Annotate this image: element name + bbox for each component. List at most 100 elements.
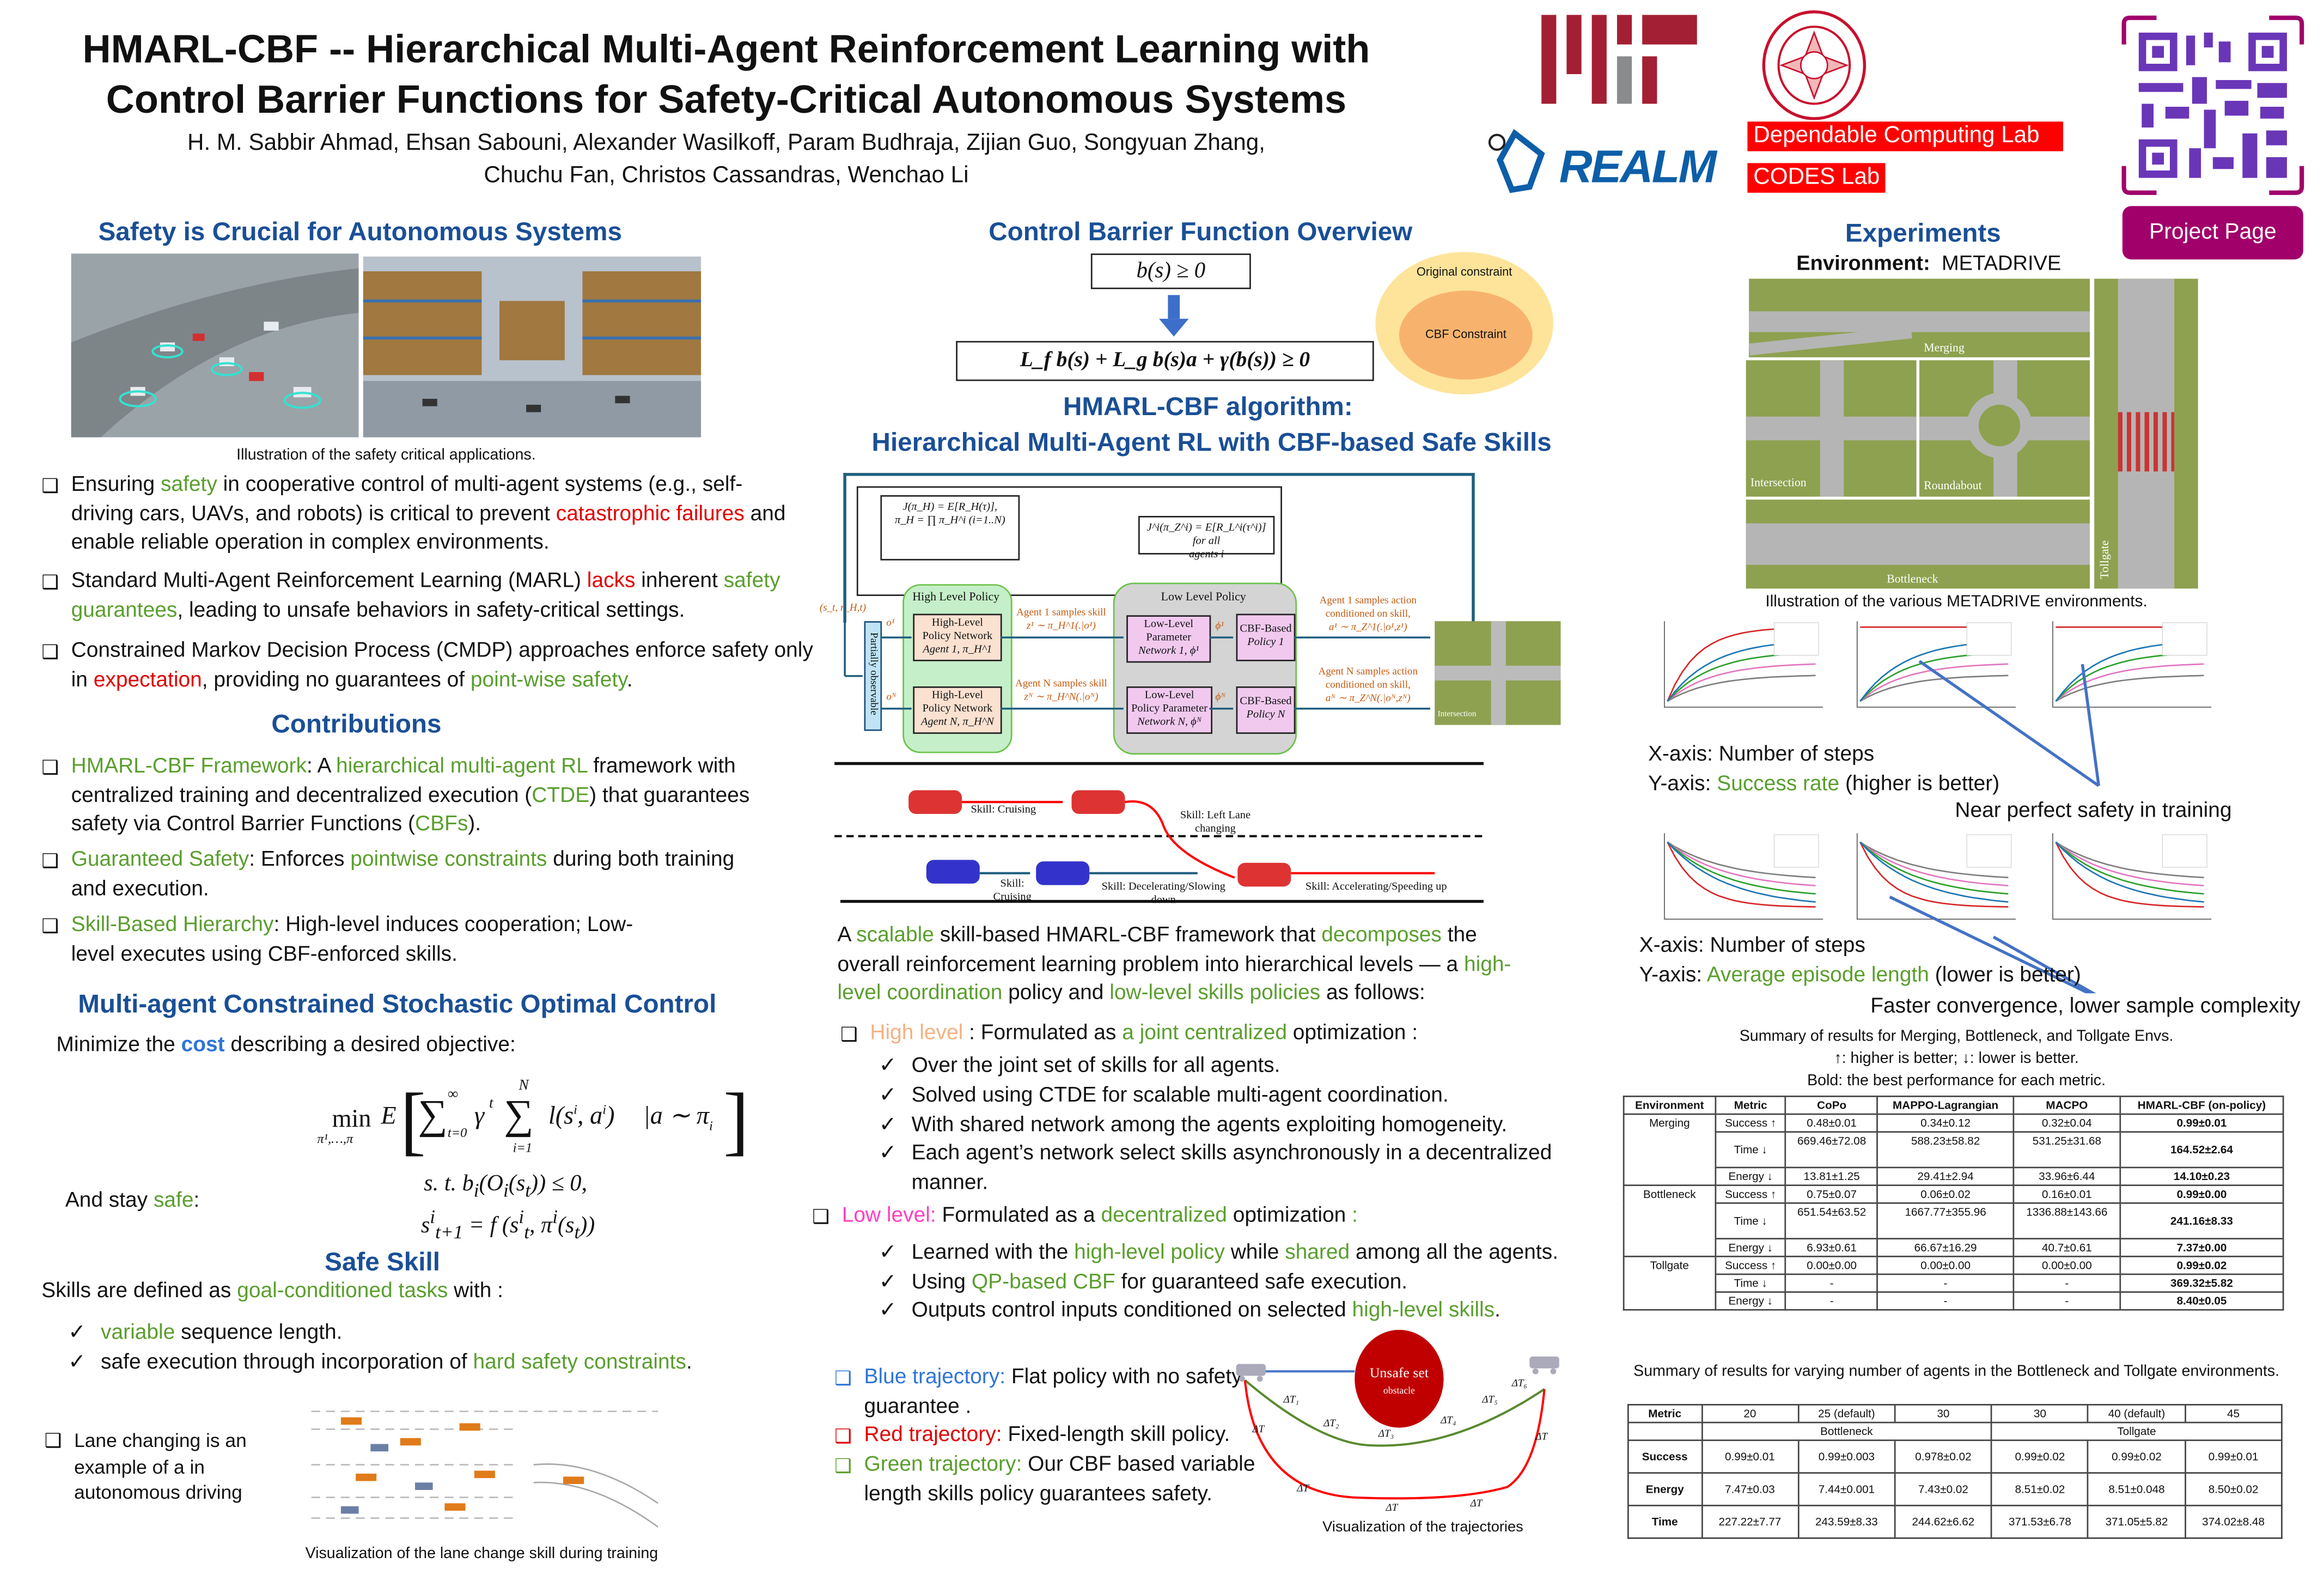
diagram-arrows [844,590,1431,710]
training-curve-plot [2052,833,2212,920]
text-segment: . [626,667,633,692]
table-cell: 0.99±0.01 [2184,1439,2283,1474]
group-label: Tollgate [1991,1421,2283,1442]
training-curve-plot [1664,621,1823,708]
table-cell: 7.44±0.001 [1797,1472,1896,1506]
text-segment: Minimize the [56,1033,181,1057]
series-line [1667,841,1816,879]
text-segment: : [193,1189,200,1213]
stay-safe-text: And stay safe: [65,1188,200,1217]
table-cell: 0.00±0.00 [1785,1255,1878,1275]
table-cell: 66.67±16.29 [1876,1238,2015,1257]
project-qr-code[interactable] [2121,15,2304,196]
series-line [2055,841,2204,887]
down-arrow-icon [1159,295,1189,337]
dt1-label: ΔT₁ [1283,1394,1300,1406]
text-segment: optimization [1227,1203,1352,1228]
red-car-icon [1237,862,1291,887]
table-cell: 164.52±2.64 [2119,1131,2284,1169]
table-cell: Success ↑ [1715,1113,1787,1133]
group-label: Bottleneck [1700,1421,1993,1442]
dt3-label: ΔT₃ [1378,1427,1394,1440]
highlighted-text: pointwise constraints [350,848,547,872]
intersection-environment-thumbnail: Intersection [1435,621,1561,725]
low-level-bullet: ❑Low level: Formulated as a decentralize… [812,1203,1358,1228]
highlighted-text: safe [153,1189,194,1213]
text-segment: : High-level induces cooperation; Low-le… [71,913,633,966]
column-header: 45 [2184,1404,2283,1424]
dt4-label: ΔT₄ [1441,1414,1456,1426]
skill-check-1: ✓variable sequence length. [68,1321,343,1345]
lane-change-training-image [311,1410,658,1528]
text-segment: Learned with the [911,1240,1075,1265]
roundabout-environment-image: Roundabout [1919,360,2090,497]
text-segment: ) that guarantees safety via Control Bar… [71,783,750,836]
cbf-condition-equation: L_f b(s) + L_g b(s)a + γ(b(s)) ≥ 0 [956,340,1374,381]
dependable-computing-lab-label: Dependable Computing Lab [1747,121,2064,151]
highlighted-text: safety guarantees [71,569,780,622]
column-header: CoPo [1785,1096,1878,1115]
eq-sum-time-sub: t=0 [447,1125,467,1140]
table-cell: - [1876,1273,2015,1293]
table-cell: Energy ↓ [1715,1291,1787,1311]
table-cell: 7.43±0.02 [1894,1472,1993,1506]
high-level-check-1: ✓Over the joint set of skills for all ag… [879,1054,1280,1078]
table-cell: Time ↓ [1715,1131,1787,1169]
table-cell: 244.62±6.62 [1894,1505,1993,1539]
eq-min-sub: π¹,…,π [317,1131,353,1146]
feedback-loop-line [843,473,1475,623]
obs-1-label: o¹ [886,617,895,629]
training-curve-plot [1856,621,2016,708]
text-segment: Y-axis: [1648,772,1717,796]
length-x-axis-label: X-axis: Number of steps [1639,934,1865,958]
column-header: MAPPO-Lagrangian [1876,1096,2015,1115]
highlighted-text: shared [1285,1240,1350,1265]
text-segment: ). [468,812,481,836]
text-segment: sequence length. [175,1321,343,1345]
series-line [1667,841,1816,903]
optimal-control-heading: Multi-agent Constrained Stochastic Optim… [78,989,717,1019]
table-cell: 0.99±0.01 [1700,1439,1800,1474]
column-header: 30 [1991,1404,2089,1424]
eq-policy: |a ∼ πi [643,1101,713,1134]
bottleneck-environment-image: Bottleneck [1746,500,2090,589]
training-curve-plot [1664,833,1823,920]
table-cell: 0.34±0.12 [1876,1113,2015,1133]
dt-red-label: ΔT [1470,1497,1483,1510]
plot-axes [1664,621,1823,708]
plot-legend [2162,622,2207,656]
table-cell: 227.22±7.77 [1700,1505,1800,1539]
table-cell: 29.41±2.94 [1876,1166,2015,1187]
column-header: HMARL-CBF (on-policy) [2119,1096,2284,1115]
text-segment: : Formulated as [969,1021,1123,1045]
table-cell: 531.25±31.68 [2012,1131,2121,1169]
authors-line-1: H. M. Sabbir Ahmad, Ehsan Sabouni, Alexa… [187,130,1265,156]
text-segment: : Enforces [249,848,351,872]
plot-legend [2162,834,2207,868]
warehouse-robots-image [363,256,702,437]
lane-change-bullet: ❑Lane changing is an example of a in aut… [44,1429,247,1504]
eq-sum-agents-sub: i=1 [513,1140,533,1155]
project-page-button[interactable]: Project Page [2122,206,2303,260]
cbf-overview-heading: Control Barrier Function Overview [989,216,1413,246]
environment-cell: Merging [1622,1113,1716,1187]
unsafe-set-obstacle [1355,1330,1444,1428]
table-cell: 14.10±0.23 [2119,1166,2284,1187]
table-cell: - [1785,1291,1878,1311]
text-segment: , providing no guarantees of [202,667,471,692]
highlighted-text: cost [181,1033,225,1057]
highlighted-text: decentralized [1101,1203,1227,1228]
highlighted-text: variable [101,1321,175,1345]
environment-line: Environment: METADRIVE [1796,250,2061,275]
eq-sum-time: ∑ [418,1092,448,1139]
table-cell: 33.96±6.44 [2012,1166,2121,1187]
